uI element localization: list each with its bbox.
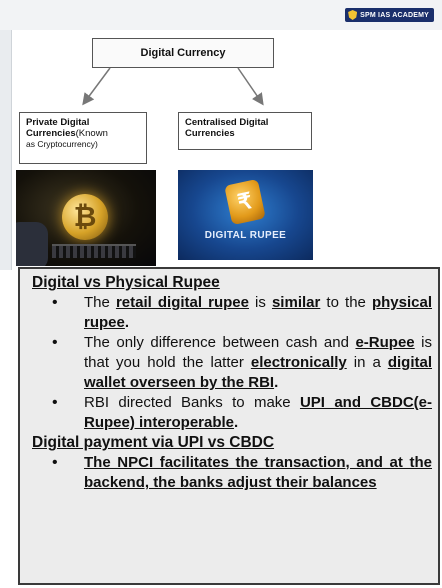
digital-rupee-label: DIGITAL RUPEE [204,230,287,241]
shield-icon [348,10,358,20]
notes-panel: Digital vs Physical Rupee The retail dig… [18,267,440,585]
bullet-difference: The only difference between cash and e-R… [32,333,432,393]
private-line3: as Cryptocurrency) [26,139,98,150]
centralised-line2: Currencies [185,128,235,140]
bitcoin-image: ₿ [16,170,156,266]
bullet-npci: The NPCI facilitates the transaction, an… [32,453,432,493]
heading-digital-vs-physical: Digital vs Physical Rupee [32,274,220,291]
private-line2: Currencies [26,128,76,140]
bullet-similar: The retail digital rupee is similar to t… [32,293,432,333]
bitcoin-coin-icon: ₿ [62,194,108,240]
logo-text: SPM IAS ACADEMY [360,11,429,19]
private-currencies-box: Private Digital Currencies(Known as Cryp… [19,112,147,164]
diagram-arrows [82,67,264,106]
root-label: Digital Currency [140,47,226,59]
digital-rupee-image: ₹ DIGITAL RUPEE [178,170,313,260]
circuit-board [52,244,136,258]
bullet-interoperable: RBI directed Banks to make UPI and CBDC(… [32,393,432,433]
bullet-list-2: The NPCI facilitates the transaction, an… [32,453,432,493]
digital-currency-box: Digital Currency [92,38,274,68]
left-edge-bar [0,30,12,270]
bullet-list-1: The retail digital rupee is similar to t… [32,293,432,433]
centralised-currencies-box: Centralised Digital Currencies [178,112,312,150]
private-line1: Private Digital [26,117,90,128]
rupee-coin-icon: ₹ [224,178,266,226]
arrow-right [237,67,264,106]
centralised-line1: Centralised Digital [185,117,269,128]
hand-shape [16,222,48,266]
private-line2-tail: (Known [75,128,108,140]
academy-logo: SPM IAS ACADEMY [345,8,434,22]
arrow-left [82,67,111,106]
heading-upi-vs-cbdc: Digital payment via UPI vs CBDC [32,434,275,451]
